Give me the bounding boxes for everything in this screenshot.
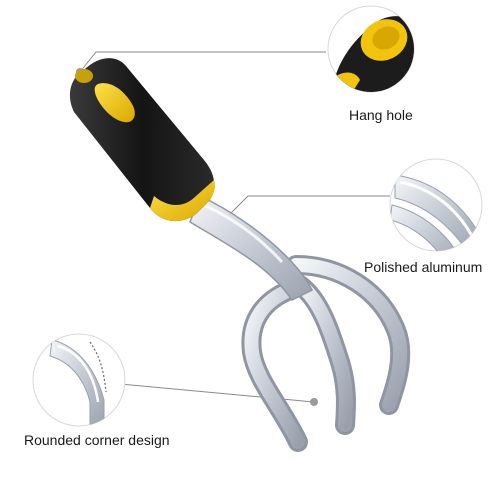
polished-aluminum-label: Polished aluminum xyxy=(364,259,483,275)
rounded-corner-label: Rounded corner design xyxy=(24,432,170,448)
hang-hole-label: Hang hole xyxy=(349,107,413,123)
hang-hole-zoom xyxy=(327,5,415,93)
handle xyxy=(69,58,215,222)
polished-aluminum-zoom xyxy=(389,158,483,252)
rounded-corner-zoom xyxy=(32,333,126,427)
metal-neck xyxy=(189,194,314,301)
corner-marker xyxy=(310,398,318,406)
fork-tines xyxy=(241,255,411,452)
